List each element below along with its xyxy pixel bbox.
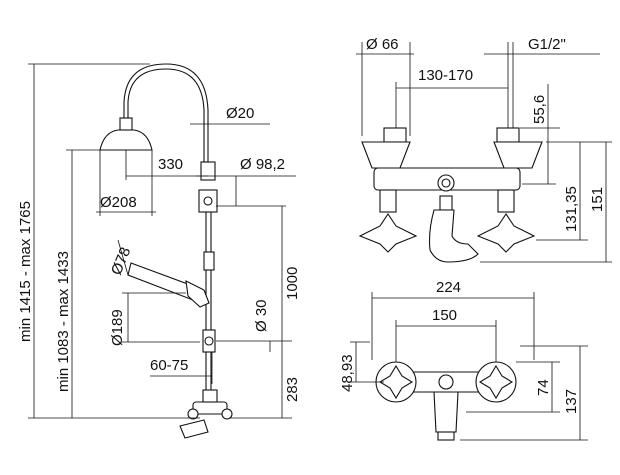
riser-length-label: 1000 (284, 267, 301, 300)
lower-bracket-screw (204, 336, 214, 346)
arm-diameter-label: Ø20 (226, 105, 254, 122)
bracket-diameter-label: Ø 98,2 (240, 156, 285, 173)
mixer-handle-left (187, 408, 199, 420)
shower-arm-inner (127, 68, 205, 162)
top-cross-handle-right (478, 364, 514, 400)
slider-top (203, 251, 215, 271)
shower-head (99, 129, 153, 151)
valve-left (379, 189, 397, 213)
inner-height-label: min 1083 - max 1433 (55, 251, 72, 392)
mixer-front-dimensions: Ø 66 G1/2" 130-170 55,6 131,35 151 (356, 36, 612, 263)
shower-head-nut (119, 117, 133, 131)
rail-diameter-label: Ø 30 (253, 299, 270, 332)
cross-handle-right (476, 213, 536, 253)
lower-height-label: 283 (284, 377, 301, 402)
overall-width-label: 224 (436, 279, 461, 296)
mixer-top-view (375, 361, 517, 441)
column-coupling (200, 161, 216, 181)
top-diverter-knob (438, 374, 454, 390)
rail-offset-label: 60-75 (150, 357, 188, 374)
bath-spout (179, 419, 209, 439)
hand-shower-handle (185, 280, 210, 308)
flange-diameter-label: Ø 66 (366, 36, 399, 53)
flange-left (383, 127, 407, 143)
top-view-spout (433, 391, 459, 433)
shower-arm-outer (123, 63, 209, 162)
cross-handle-left (358, 213, 418, 253)
shower-column-drawing (99, 63, 233, 439)
thread-label: G1/2" (528, 36, 566, 53)
shower-column-dimensions: min 1415 - max 1765 min 1083 - max 1433 … (17, 63, 301, 419)
bracket-screw (203, 196, 213, 206)
body-height-b-label: 151 (589, 187, 606, 212)
inlet-offset-label: 55,6 (531, 95, 548, 124)
mixer-top-dimensions: 224 150 48,93 74 137 (339, 279, 588, 441)
top-cross-handle-left (378, 364, 414, 400)
inlet-centers-label: 130-170 (418, 67, 473, 84)
bath-spout-front (428, 209, 479, 263)
mixer-front-view (358, 127, 543, 263)
body-depth-c-label: 137 (563, 389, 580, 414)
hand-shower-head (127, 262, 197, 301)
valve-right (497, 189, 515, 213)
mixer-handle-right (221, 408, 233, 420)
body-height-a-label: 131,35 (563, 186, 580, 232)
eccentric-left (361, 141, 411, 169)
body-depth-a-label: 48,93 (339, 354, 356, 392)
flange-right (496, 127, 520, 143)
eccentric-right (493, 141, 543, 169)
head-diameter-label: Ø208 (100, 194, 137, 211)
diverter-knob-inner (441, 178, 451, 188)
top-view-spout-tip (437, 431, 455, 441)
body-depth-b-label: 74 (535, 379, 552, 396)
arm-reach-label: 330 (158, 156, 183, 173)
spout-neck (439, 195, 453, 211)
overall-height-label: min 1415 - max 1765 (17, 201, 34, 342)
mixer-diverter (202, 389, 218, 403)
hand-shower-diameter-label: Ø189 (109, 309, 126, 346)
handle-centers-label: 150 (432, 307, 457, 324)
